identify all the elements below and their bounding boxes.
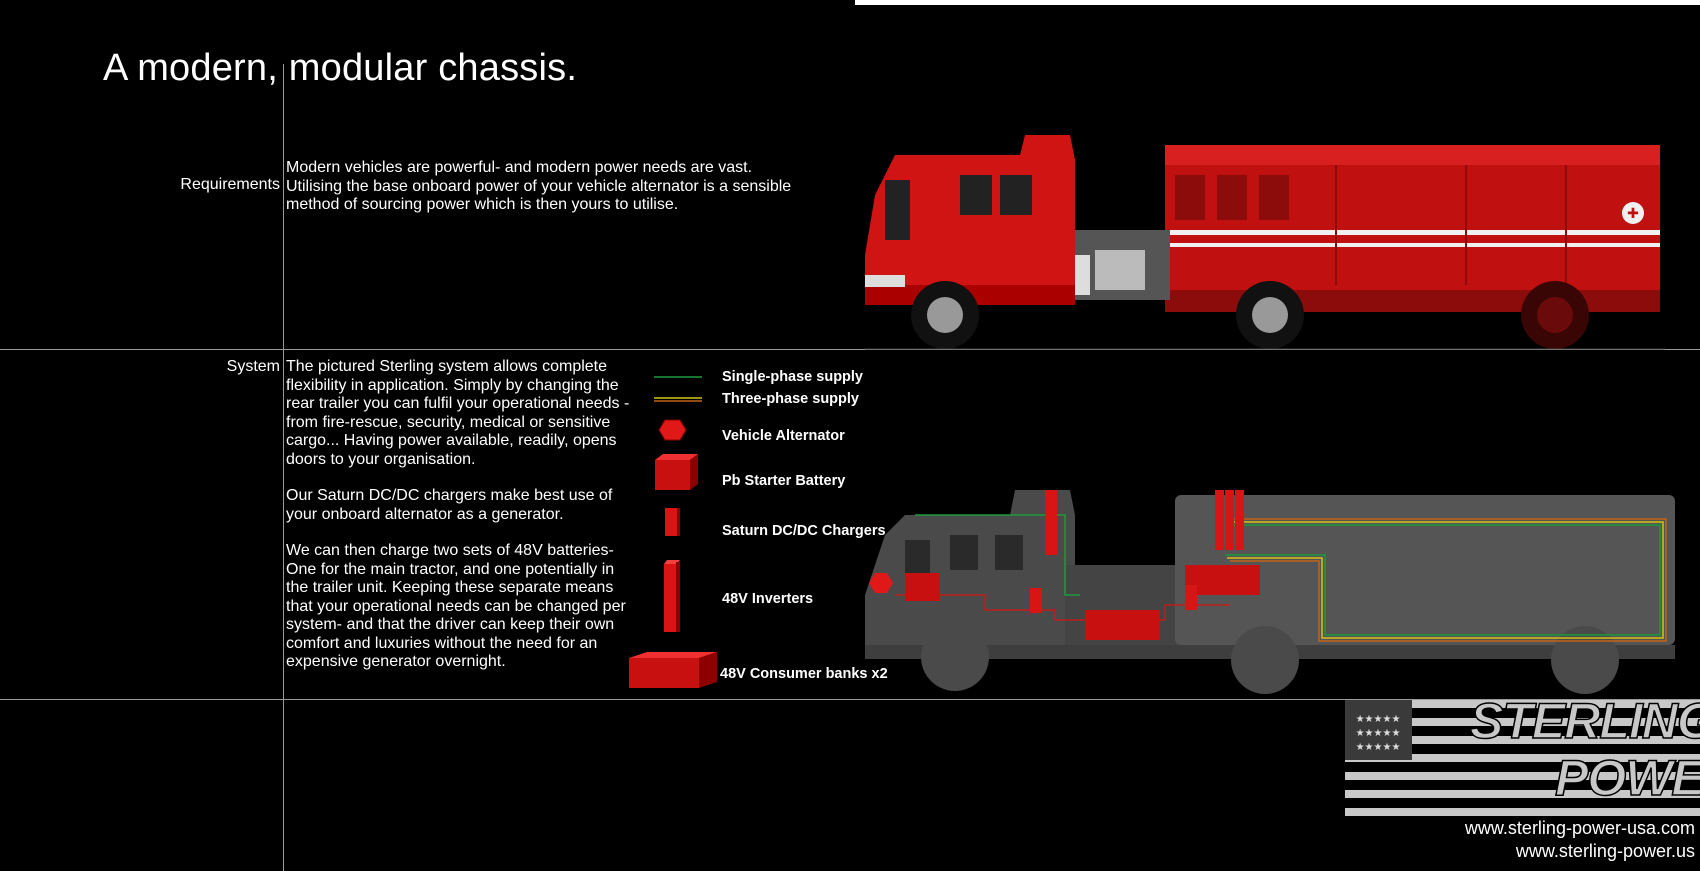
requirements-label: Requirements — [180, 176, 280, 193]
svg-text:✚: ✚ — [1627, 206, 1639, 222]
charger-icon — [665, 508, 680, 536]
legend-three-phase: Three-phase supply — [722, 391, 859, 407]
page-title: A modern, modular chassis. — [103, 47, 578, 90]
legend-chargers: Saturn DC/DC Chargers — [722, 523, 886, 539]
website-link-usa[interactable]: www.sterling-power-usa.com — [1464, 818, 1695, 838]
svg-text:★★★★★: ★★★★★ — [1356, 714, 1401, 725]
legend-consumer-banks: 48V Consumer banks x2 — [720, 666, 888, 682]
legend-starter-battery: Pb Starter Battery — [722, 473, 846, 489]
requirements-text: Modern vehicles are powerful- and modern… — [286, 159, 806, 215]
legend-icons — [654, 376, 702, 632]
requirements-paragraph: Modern vehicles are powerful- and modern… — [286, 159, 792, 213]
legend-alternator: Vehicle Alternator — [722, 428, 845, 444]
consumer-bank-icon — [629, 652, 717, 688]
system-paragraph-1: The pictured Sterling system allows comp… — [286, 358, 630, 468]
brand-name-line2: POWER — [1554, 750, 1700, 806]
top-white-strip — [855, 0, 1700, 5]
system-label: System — [226, 358, 280, 375]
column-divider — [283, 64, 284, 871]
fire-truck-illustration: ✚ — [865, 135, 1665, 350]
brand-name-line1: STERLING — [1469, 693, 1700, 749]
website-link-us[interactable]: www.sterling-power.us — [1515, 841, 1695, 861]
svg-text:★★★★★: ★★★★★ — [1356, 742, 1401, 753]
row-divider-1 — [0, 349, 1700, 350]
legend-inverters: 48V Inverters — [722, 591, 814, 607]
row-divider-2 — [0, 699, 1700, 700]
alternator-icon — [658, 419, 687, 441]
starter-battery-icon — [655, 454, 698, 490]
inverter-icon — [664, 560, 680, 632]
system-paragraph-2: Our Saturn DC/DC chargers make best use … — [286, 487, 613, 523]
system-paragraph-3: We can then charge two sets of 48V batte… — [286, 542, 626, 670]
system-text: The pictured Sterling system allows comp… — [286, 358, 631, 672]
power-system-schematic — [865, 490, 1675, 694]
us-flag-graphic: ★★★★★ ★★★★★ ★★★★★ — [1345, 700, 1700, 818]
legend-single-phase: Single-phase supply — [722, 369, 863, 385]
svg-text:★★★★★: ★★★★★ — [1356, 728, 1401, 739]
